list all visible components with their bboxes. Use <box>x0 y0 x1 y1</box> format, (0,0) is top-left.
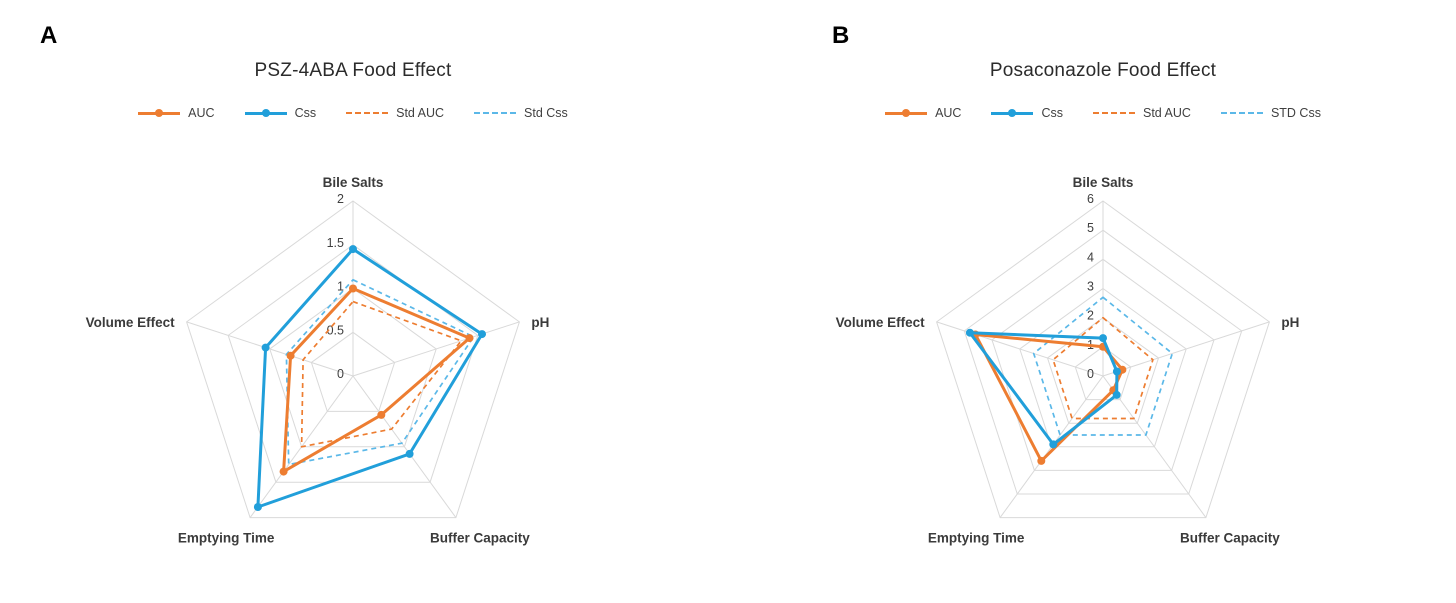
marker-auc <box>286 351 295 360</box>
grid-ring <box>936 200 1270 519</box>
legend-label-auc: AUC <box>935 106 962 120</box>
grid-ring <box>310 331 396 412</box>
axis-label-emptying-time: Emptying Time <box>928 531 1025 546</box>
axis-label-buffer-capacity: Buffer Capacity <box>430 531 530 546</box>
radial-tick-label: 1 <box>337 280 344 294</box>
marker-auc <box>349 284 357 293</box>
grid-spoke <box>352 375 457 518</box>
marker-css <box>965 328 974 337</box>
panel-letter-b: B <box>832 22 850 49</box>
legend-label-auc: AUC <box>188 106 215 120</box>
legend-line-marker-icon <box>244 109 287 117</box>
legend-item-std-css: STD Css <box>1220 106 1321 120</box>
legend-line-marker-icon <box>991 109 1034 117</box>
grid-ring <box>269 287 437 448</box>
legend-b: AUC Css Std AUC STD Css <box>778 106 1428 120</box>
legend-line-marker-icon <box>138 109 181 117</box>
grid-spoke <box>186 321 354 377</box>
radial-tick-label: 3 <box>1087 280 1094 294</box>
legend-label-std-css: STD Css <box>1270 106 1321 120</box>
series-std-auc <box>1052 316 1154 420</box>
grid-ring <box>963 229 1243 495</box>
radar-chart-a: 0 0.5 1 1.5 2 Bile Salts pH Buffer Capacity Empt… <box>86 175 550 546</box>
legend-line-marker-icon <box>885 109 928 117</box>
axis-label-volume-effect: Volume Effect <box>836 315 926 330</box>
marker-css <box>478 330 486 339</box>
legend-item-std-css: Std Css <box>474 106 568 120</box>
axis-label-ph: pH <box>531 315 549 330</box>
grid-spoke <box>936 321 1104 377</box>
chart-title-b: Posaconazole Food Effect <box>989 60 1217 81</box>
legend-dashed-line-icon <box>1220 112 1263 114</box>
marker-css <box>261 343 270 352</box>
marker-css <box>1112 367 1121 376</box>
legend-marker-dot-icon <box>261 109 270 117</box>
radial-tick-label: 6 <box>1087 192 1094 206</box>
legend-label-css: Css <box>294 106 317 120</box>
radial-tick-label: 2 <box>337 192 344 206</box>
axis-label-buffer-capacity: Buffer Capacity <box>1180 531 1280 546</box>
axis-label-emptying-time: Emptying Time <box>178 531 275 546</box>
grid-spoke <box>1102 321 1270 377</box>
axis-label-volume-effect: Volume Effect <box>86 315 176 330</box>
legend-label-std-auc: Std AUC <box>1143 106 1191 120</box>
legend-item-auc: AUC <box>138 106 215 120</box>
legend-dashed-line-icon <box>474 112 517 114</box>
radial-tick-label: 5 <box>1087 221 1094 235</box>
grid-ring <box>186 200 520 519</box>
chart-panel-b: B Posaconazole Food Effect AUC Css Std AUC… <box>778 10 1428 564</box>
series-auc <box>282 287 471 474</box>
radial-tick-label: 0.5 <box>327 323 344 337</box>
legend-item-css: Css <box>991 106 1063 120</box>
marker-css <box>1099 334 1107 343</box>
radial-tick-label: 1.5 <box>327 236 344 250</box>
legend-label-std-css: Std Css <box>524 106 568 120</box>
marker-auc <box>1037 456 1046 465</box>
legend-item-std-auc: Std AUC <box>1093 106 1191 120</box>
marker-auc <box>377 410 386 419</box>
legend-item-std-auc: Std AUC <box>346 106 444 120</box>
marker-css <box>253 503 262 511</box>
legend-a: AUC Css Std AUC Std Css <box>28 106 678 120</box>
series-css <box>256 247 484 509</box>
legend-item-auc: AUC <box>885 106 961 120</box>
legend-label-css: Css <box>1041 106 1063 120</box>
grid-ring <box>1046 317 1160 424</box>
grid-spoke <box>1102 375 1207 518</box>
axis-label-bile-salts: Bile Salts <box>323 175 384 190</box>
marker-css <box>1112 390 1121 399</box>
radial-tick-label: 0 <box>1087 367 1094 381</box>
chart-title-a: PSZ-4ABA Food Effect <box>254 60 452 81</box>
legend-label-std-auc: Std AUC <box>396 106 445 120</box>
legend-marker-dot-icon <box>155 109 164 117</box>
legend-dashed-line-icon <box>1093 112 1135 114</box>
grid-spoke <box>352 321 520 377</box>
marker-auc <box>465 334 474 343</box>
chart-panel-a: A PSZ-4ABA Food Effect AUC Css Std AUC Std … <box>28 10 678 564</box>
legend-marker-dot-icon <box>902 109 911 117</box>
series-std-css <box>285 278 475 466</box>
marker-css <box>405 449 414 458</box>
legend-dashed-line-icon <box>346 112 389 114</box>
radial-tick-label: 4 <box>1087 250 1094 264</box>
axis-label-ph: pH <box>1281 315 1299 330</box>
series-std-auc <box>300 300 463 448</box>
radial-tick-label: 0 <box>337 367 344 381</box>
grid-ring <box>227 244 479 483</box>
series-css <box>968 331 1119 446</box>
marker-auc <box>279 467 288 476</box>
grid-ring <box>991 258 1215 471</box>
panel-letter-a: A <box>40 22 58 49</box>
marker-css <box>1049 440 1058 449</box>
axis-label-bile-salts: Bile Salts <box>1073 175 1134 190</box>
legend-item-css: Css <box>244 106 317 120</box>
marker-css <box>349 245 357 254</box>
legend-marker-dot-icon <box>1008 109 1017 117</box>
series-std-css <box>1032 296 1174 436</box>
radial-tick-label: 2 <box>1087 309 1094 323</box>
